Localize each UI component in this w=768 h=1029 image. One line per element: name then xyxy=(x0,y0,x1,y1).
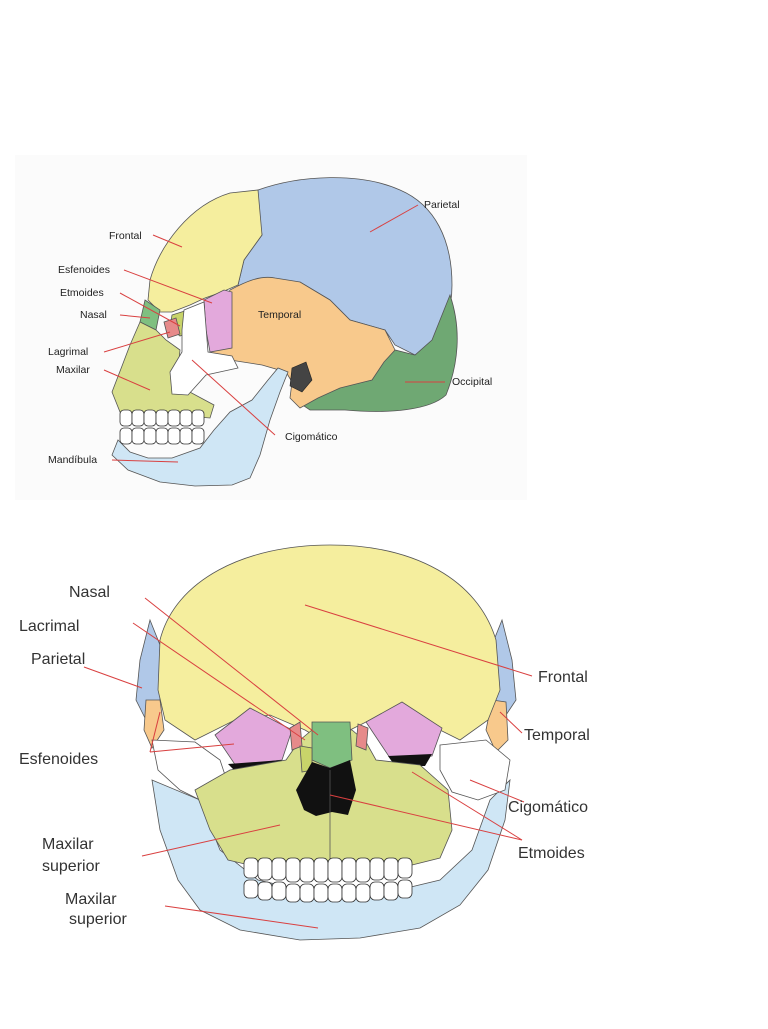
lateral-label-mandibula: Mandíbula xyxy=(48,454,97,466)
lateral-label-parietal: Parietal xyxy=(424,199,460,211)
lateral-label-nasal: Nasal xyxy=(80,309,107,321)
frontal-label-lacrimal: Lacrimal xyxy=(19,618,79,635)
skull-frontal-view: Nasal Lacrimal Parietal Frontal Temporal… xyxy=(19,544,590,941)
frontal-label-maxilar-superior-1-line1: Maxilar xyxy=(42,836,94,853)
lateral-label-cigomatico: Cigomático xyxy=(285,431,338,443)
ear-canal xyxy=(289,361,313,393)
frontal-leader-lines xyxy=(83,597,533,929)
front-frontal-bone xyxy=(157,544,501,746)
front-sphenoid-left xyxy=(214,707,293,767)
frontal-label-maxilar-superior-1-line2: superior xyxy=(42,858,100,875)
lateral-label-maxilar: Maxilar xyxy=(56,364,90,376)
lateral-label-lagrimal: Lagrimal xyxy=(48,346,88,358)
frontal-label-parietal: Parietal xyxy=(31,651,85,668)
front-temporal-right xyxy=(485,699,509,753)
front-lacrimal-right xyxy=(355,723,369,751)
lateral-label-occipital: Occipital xyxy=(452,376,492,388)
sphenoid-bone xyxy=(203,289,233,353)
front-nasal-bone xyxy=(311,721,353,769)
zygomatic-bone xyxy=(169,301,239,396)
lateral-label-etmoides: Etmoides xyxy=(60,287,104,299)
front-sphenoid-right xyxy=(365,701,443,759)
frontal-label-temporal: Temporal xyxy=(524,727,590,744)
front-zygomatic-right xyxy=(439,739,511,801)
frontal-label-maxilar-superior-2-line1: Maxilar xyxy=(65,891,117,908)
lateral-label-esfenoides: Esfenoides xyxy=(58,264,110,276)
frontal-label-frontal: Frontal xyxy=(538,669,588,686)
lateral-label-frontal: Frontal xyxy=(109,230,142,242)
front-nasal-cavity xyxy=(296,760,356,816)
lateral-leader-lines xyxy=(103,204,445,463)
lateral-teeth xyxy=(119,409,205,445)
skull-lateral-view: Frontal Parietal Esfenoides Etmoides Nas… xyxy=(15,155,527,500)
lateral-label-temporal: Temporal xyxy=(258,309,301,321)
frontal-label-etmoides: Etmoides xyxy=(518,845,585,862)
frontal-label-cigomatico: Cigomático xyxy=(508,799,588,816)
frontal-label-esfenoides: Esfenoides xyxy=(19,751,98,768)
mandible-bone xyxy=(111,367,289,487)
front-temporal-left xyxy=(143,699,165,749)
front-teeth xyxy=(243,857,413,903)
frontal-label-maxilar-superior-2-line2: superior xyxy=(69,911,127,928)
frontal-label-nasal: Nasal xyxy=(69,584,110,601)
